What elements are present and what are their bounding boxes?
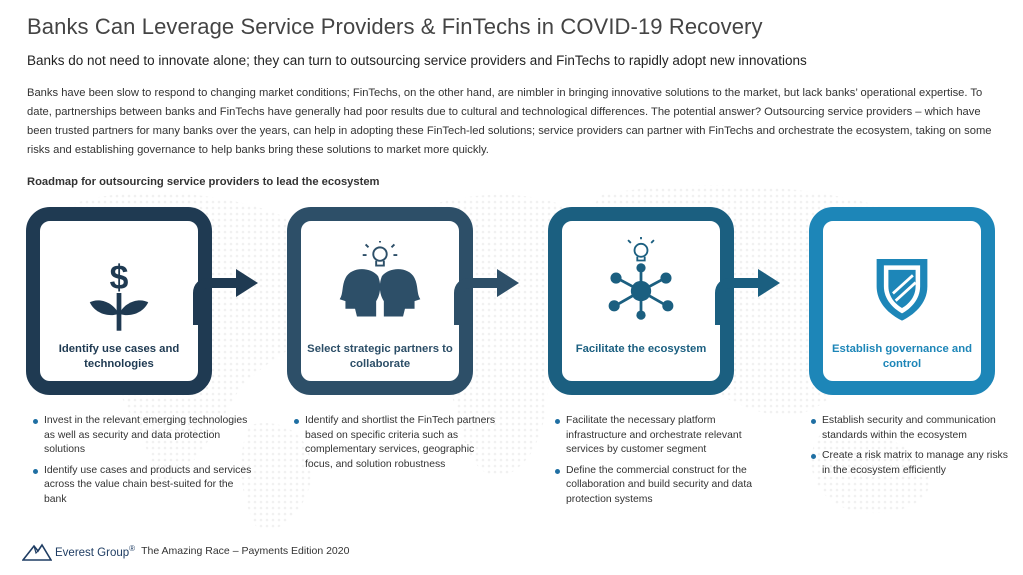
roadmap-step-facilitate: Facilitate the ecosystem xyxy=(548,207,734,395)
roadmap-step-governance: Establish governance and control xyxy=(809,207,995,395)
list-item: Define the commercial construct for the … xyxy=(555,464,769,508)
step-title: Facilitate the ecosystem xyxy=(575,343,707,355)
brand-name: Everest Group xyxy=(55,546,130,559)
list-item: Invest in the relevant emerging technolo… xyxy=(33,414,255,458)
footer-report-title: The Amazing Race – Payments Edition 2020 xyxy=(141,545,350,557)
roadmap-label: Roadmap for outsourcing service provider… xyxy=(27,176,380,188)
list-item: Create a risk matrix to manage any risks… xyxy=(811,449,1011,478)
list-item: Facilitate the necessary platform infras… xyxy=(555,414,769,458)
intro-paragraph: Banks have been slow to respond to chang… xyxy=(27,87,992,156)
shield-icon xyxy=(876,259,928,321)
footer: Everest Group® The Amazing Race – Paymen… xyxy=(22,536,349,566)
page-title: Banks Can Leverage Service Providers & F… xyxy=(27,14,763,39)
footer-brand: Everest Group® xyxy=(55,544,135,559)
dollar-sign: $ xyxy=(110,259,129,297)
everest-logo-icon xyxy=(22,543,52,561)
page-subtitle: Banks do not need to innovate alone; the… xyxy=(27,53,807,68)
step-bullets-governance: Establish security and communication sta… xyxy=(811,414,1011,484)
step-bullets-select-partners: Identify and shortlist the FinTech partn… xyxy=(294,414,504,478)
collaboration-heads-icon xyxy=(339,241,421,317)
step-connector-arrow xyxy=(193,269,258,325)
step-title: Identify use cases and technologies xyxy=(58,343,180,370)
registered-mark: ® xyxy=(129,543,136,553)
list-item: Identify and shortlist the FinTech partn… xyxy=(294,414,504,472)
network-lightbulb-icon xyxy=(608,237,674,320)
step-title: Establish governance and control xyxy=(832,343,972,370)
step-bullets-facilitate: Facilitate the necessary platform infras… xyxy=(555,414,769,513)
list-item: Establish security and communication sta… xyxy=(811,414,1011,443)
roadmap-step-select-partners: Select strategic partners to collaborate xyxy=(287,207,473,395)
step-title: Select strategic partners to collaborate xyxy=(307,343,453,370)
dollar-plant-icon: $ xyxy=(89,259,149,331)
roadmap-step-identify: $ Identify use cases and technologies xyxy=(26,207,212,395)
list-item: Identify use cases and products and serv… xyxy=(33,464,255,508)
step-connector-arrow xyxy=(454,269,519,325)
step-connector-arrow xyxy=(715,269,780,325)
step-bullets-identify: Invest in the relevant emerging technolo… xyxy=(33,414,255,513)
